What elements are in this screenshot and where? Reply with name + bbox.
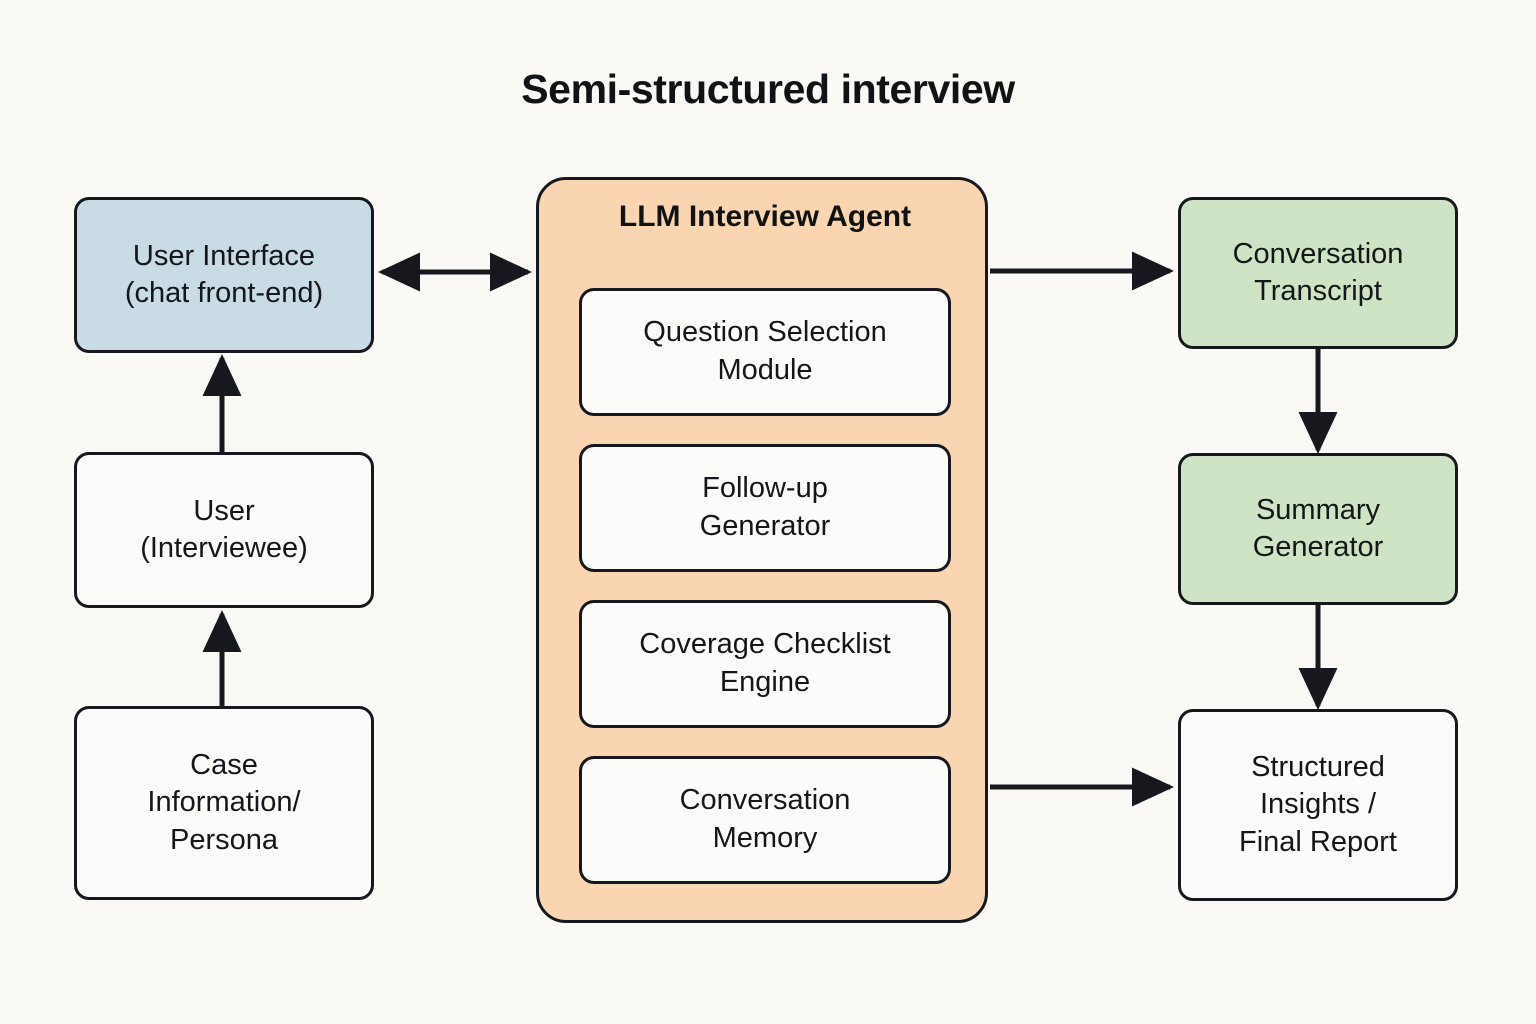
node-conversation-transcript[interactable]: Conversation Transcript <box>1178 197 1458 349</box>
node-coverage-checklist-engine[interactable]: Coverage Checklist Engine <box>579 600 951 728</box>
node-summary-generator[interactable]: Summary Generator <box>1178 453 1458 605</box>
node-coverage-checklist-engine-label: Coverage Checklist Engine <box>639 628 891 698</box>
node-question-selection-module[interactable]: Question Selection Module <box>579 288 951 416</box>
node-llm-interview-agent[interactable]: LLM Interview Agent Question Selection M… <box>536 177 988 923</box>
page-title: Semi-structured interview <box>521 66 1015 112</box>
node-structured-insights[interactable]: Structured Insights / Final Report <box>1178 709 1458 901</box>
node-user-interface[interactable]: User Interface (chat front-end) <box>74 197 374 353</box>
node-user[interactable]: User (Interviewee) <box>74 452 374 608</box>
node-follow-up-generator[interactable]: Follow-up Generator <box>579 444 951 572</box>
node-case-information[interactable]: Case Information/ Persona <box>74 706 374 900</box>
node-user-label: User (Interviewee) <box>140 494 308 564</box>
node-question-selection-module-label: Question Selection Module <box>643 316 887 386</box>
node-summary-generator-label: Summary Generator <box>1252 493 1384 563</box>
node-user-interface-label: User Interface (chat front-end) <box>124 239 324 309</box>
agent-panel-title: LLM Interview Agent <box>618 200 912 233</box>
node-conversation-memory[interactable]: Conversation Memory <box>579 756 951 884</box>
node-case-information-label: Case Information/ Persona <box>147 749 301 856</box>
node-conversation-memory-label: Conversation Memory <box>679 784 851 854</box>
node-conversation-transcript-label: Conversation Transcript <box>1232 237 1404 307</box>
node-structured-insights-label: Structured Insights / Final Report <box>1239 751 1397 858</box>
node-follow-up-generator-label: Follow-up Generator <box>699 472 831 542</box>
